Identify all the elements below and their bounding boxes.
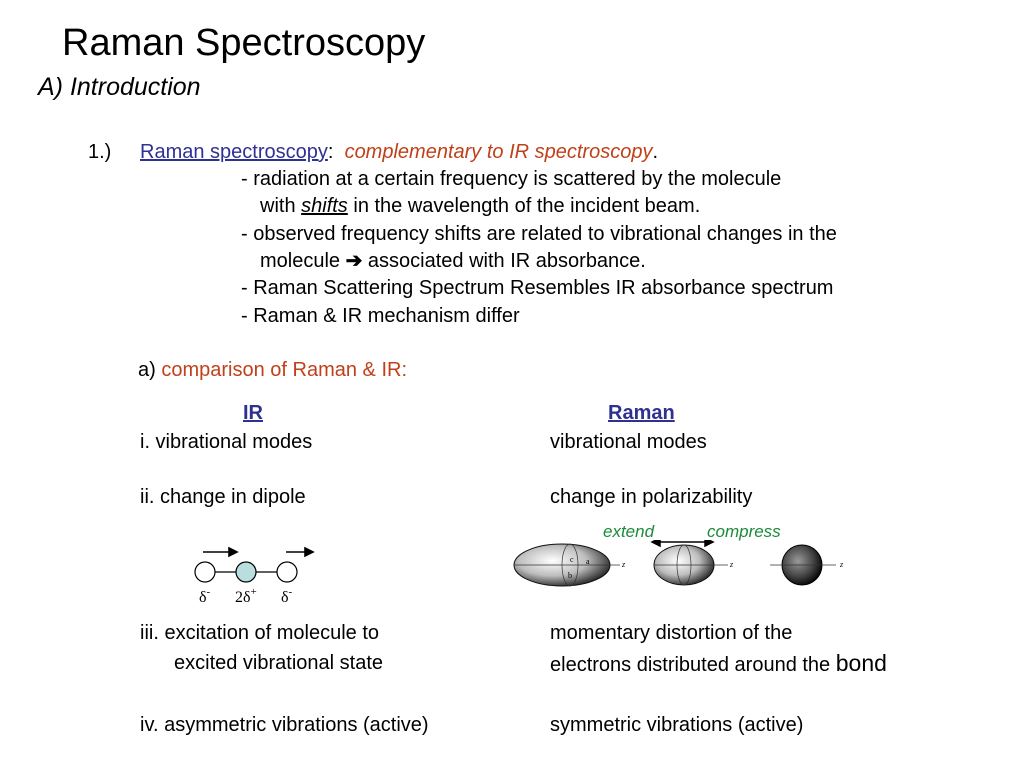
- ellipsoid-label-a: a: [586, 557, 590, 566]
- polarizability-diagram: c a b z z z: [513, 540, 844, 587]
- row-ii-raman: change in polarizability: [550, 486, 753, 508]
- shifts-word: shifts: [301, 195, 348, 217]
- raman-term: Raman spectroscopy: [140, 141, 328, 163]
- row-iii-raman-text: electrons distributed around the: [550, 654, 836, 676]
- bullet-2-line-1: - observed frequency shifts are related …: [241, 223, 837, 245]
- charge-left: δ-: [199, 586, 211, 606]
- compress-label: compress: [707, 522, 781, 541]
- point-number: 1.): [88, 141, 112, 163]
- slide-subtitle: A) Introduction: [38, 73, 201, 101]
- bullet-1-text-pre: with: [260, 195, 302, 217]
- bullet-2-text-pre: molecule: [260, 250, 346, 272]
- row-iii-raman-line-2: electrons distributed around the bond: [550, 651, 887, 677]
- ir-column-header: IR: [243, 402, 263, 424]
- bond-word: bond: [835, 650, 887, 676]
- row-ii-ir: ii. change in dipole: [140, 486, 306, 508]
- ellipsoid-label-b: b: [568, 571, 572, 580]
- comparison-label: a): [138, 359, 156, 381]
- comparison-heading: a) comparison of Raman & IR:: [138, 358, 407, 382]
- row-iv-raman: symmetric vibrations (active): [550, 714, 804, 736]
- ellipsoid-label-c: c: [570, 555, 574, 564]
- period: .: [652, 141, 659, 163]
- raman-column-header: Raman: [608, 402, 675, 424]
- bullet-1-line-1: - radiation at a certain frequency is sc…: [241, 168, 782, 190]
- row-i-ir: i. vibrational modes: [140, 431, 313, 453]
- comparison-heading-text: comparison of Raman & IR:: [161, 359, 408, 381]
- row-iii-ir-line-2: excited vibrational state: [174, 652, 384, 674]
- ir-dipole-diagram: δ- 2δ+ δ-: [194, 546, 315, 606]
- axis-label-3: z: [839, 560, 844, 569]
- bullet-4: - Raman & IR mechanism differ: [241, 305, 520, 327]
- point-1-heading: Raman spectroscopy: complementary to IR …: [140, 140, 658, 164]
- definition: complementary to IR spectroscopy: [344, 141, 653, 163]
- row-iii-raman-line-1: momentary distortion of the: [550, 622, 793, 644]
- axis-label-1: z: [621, 560, 626, 569]
- axis-label-2: z: [729, 560, 734, 569]
- slide-title: Raman Spectroscopy: [62, 22, 426, 64]
- row-iii-ir-line-1: iii. excitation of molecule to: [140, 622, 380, 644]
- row-iv-ir: iv. asymmetric vibrations (active): [140, 714, 429, 736]
- right-arrow-icon: ➔: [345, 250, 363, 272]
- bullet-2-line-2: molecule ➔ associated with IR absorbance…: [260, 249, 646, 273]
- charge-center: 2δ+: [235, 586, 257, 606]
- bullet-3: - Raman Scattering Spectrum Resembles IR…: [241, 277, 834, 299]
- colon: :: [327, 141, 334, 163]
- charge-right: δ-: [281, 586, 293, 606]
- bullet-1-text-post: in the wavelength of the incident beam.: [347, 195, 701, 217]
- bullet-1-line-2: with shifts in the wavelength of the inc…: [260, 194, 700, 218]
- bullet-2-text-post: associated with IR absorbance.: [362, 250, 646, 272]
- row-i-raman: vibrational modes: [550, 431, 707, 453]
- extend-label: extend: [603, 522, 655, 541]
